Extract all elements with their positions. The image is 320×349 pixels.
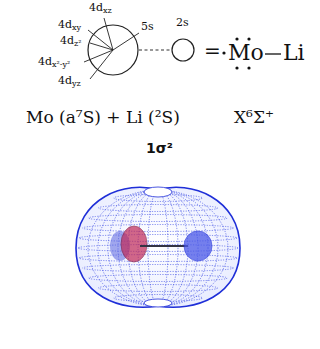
orbital-label: 5s: [141, 21, 154, 34]
lewis-structure-text: =: [204, 40, 221, 63]
orbital-isosurface: [76, 187, 240, 307]
bond-line: [265, 53, 281, 54]
state-label: Mo (a⁷S) + Li (²S): [26, 108, 180, 128]
orbital-label: 4dx²-y²: [38, 56, 70, 69]
mo-atom-circle: 4dxz4dxy4dz²5s4dx²-y²4dyz: [87, 24, 139, 76]
lewis-structure-text: Li: [283, 40, 305, 65]
orbital-label: 2s: [176, 17, 189, 30]
circle-outline: [87, 24, 139, 76]
state-label: X⁶Σ⁺: [234, 108, 274, 128]
li-atom-circle: 2s: [171, 38, 195, 62]
orbital-label: 4dz²: [60, 35, 81, 48]
dashed-overlap-line: [139, 49, 171, 50]
orbital-label: 4dxy: [58, 19, 81, 32]
lewis-structure-text: Mo: [228, 40, 264, 65]
orbital-heading: 1σ²: [146, 140, 173, 156]
orbital-leaders: [84, 18, 139, 79]
circle-outline: [171, 38, 195, 62]
orbital-label: 4dyz: [58, 75, 81, 88]
orbital-label: 4dxz: [89, 2, 112, 15]
